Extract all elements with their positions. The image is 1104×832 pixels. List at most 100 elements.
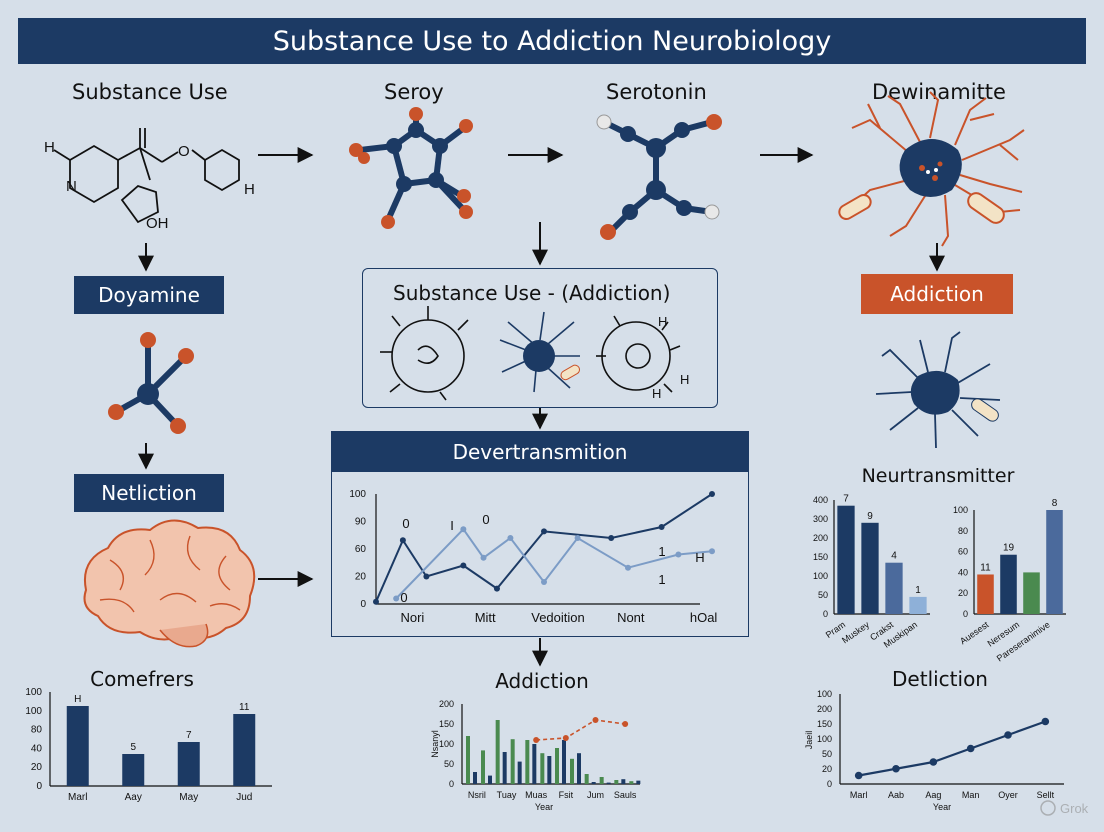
y-tick-label: 0 (963, 609, 968, 619)
doyamine-label: Doyamine (98, 283, 200, 307)
bar-label: 11 (239, 702, 250, 713)
x-tick-label: Jum (587, 790, 604, 800)
x-tick-label: Nsril (468, 790, 486, 800)
series-point (1041, 717, 1050, 726)
series-point (709, 491, 715, 497)
devertransmition-header: Devertransmition (332, 432, 748, 472)
y-tick-label: 300 (813, 514, 828, 524)
addiction-box-label: Addiction (890, 282, 984, 306)
watermark: Grok (1040, 800, 1089, 816)
y-axis-label: Jaeil (804, 731, 814, 750)
y-tick-label: 100 (25, 706, 42, 717)
x-tick-label: Aab (888, 790, 904, 800)
bar (473, 772, 477, 784)
x-tick-label: Marl (850, 790, 868, 800)
bar-label: 5 (130, 742, 136, 753)
bar (591, 782, 596, 784)
y-tick-label: 50 (444, 759, 454, 769)
y-tick-label: 200 (813, 533, 828, 543)
y-tick-label: 200 (439, 699, 454, 709)
neuron-top-right (838, 91, 1025, 247)
y-tick-label: 40 (958, 567, 968, 577)
series-point (709, 548, 715, 555)
y-tick-label: 100 (25, 687, 42, 698)
y-tick-label: 50 (822, 749, 832, 759)
cell-label-h2: H (680, 372, 689, 387)
bar (555, 748, 559, 784)
bar (885, 562, 903, 614)
bar (861, 522, 879, 614)
x-tick-label: Tuay (497, 790, 517, 800)
cell-left (380, 306, 469, 401)
y-tick-label: 60 (958, 547, 968, 557)
chart-annotation: 0 (402, 516, 409, 531)
flow-arrows (138, 147, 945, 667)
series-point (622, 721, 629, 727)
bar (621, 779, 626, 784)
bar (66, 706, 89, 786)
devertransmition-label: Devertransmition (452, 440, 628, 464)
netliction-label: Netliction (101, 481, 197, 505)
doyamine-box: Doyamine (74, 276, 224, 314)
chart-annotation: 1 (658, 572, 665, 587)
doyamine-molecule (108, 332, 194, 434)
mol-label-n: N (66, 178, 77, 195)
col-seroy-label: Seroy (384, 80, 444, 104)
series-point (373, 598, 379, 605)
series-point (608, 535, 615, 541)
y-tick-label: 100 (817, 689, 832, 699)
y-tick-label: 100 (349, 489, 366, 500)
series-point (1004, 731, 1012, 739)
bar (466, 736, 470, 784)
bar (570, 758, 574, 784)
series-point (929, 758, 938, 766)
series-point (541, 528, 547, 535)
title-banner: Substance Use to Addiction Neurobiology (18, 18, 1086, 64)
y-tick-label: 200 (817, 704, 832, 714)
addiction-box: Addiction (861, 274, 1013, 314)
series-point (562, 735, 569, 741)
bar (1000, 554, 1017, 614)
y-tick-label: 50 (818, 590, 828, 600)
netliction-box: Netliction (74, 474, 224, 512)
x-tick-label: Oyer (998, 790, 1018, 800)
watermark-icon (1040, 800, 1056, 816)
series-point (541, 579, 547, 585)
col-substance-use-label: Substance Use (72, 80, 228, 104)
x-axis-label: Year (535, 802, 553, 812)
y-tick-label: 150 (817, 719, 832, 729)
bar (606, 782, 611, 784)
series-line (858, 720, 1046, 777)
cell-middle (499, 311, 581, 393)
bar-label: 7 (843, 494, 849, 505)
bar (525, 740, 530, 784)
x-tick-label: Pareseranimive (995, 619, 1052, 663)
y-tick-label: 20 (822, 764, 832, 774)
y-tick-label: 100 (439, 739, 454, 749)
page-title: Substance Use to Addiction Neurobiology (272, 25, 832, 57)
mol-label-h: H (44, 139, 55, 156)
y-tick-label: 40 (31, 743, 43, 754)
y-tick-label: 0 (449, 779, 454, 789)
bar (614, 780, 619, 784)
bar (977, 574, 994, 614)
x-tick-label: Aay (125, 792, 142, 803)
bar-label: 19 (1003, 543, 1015, 554)
series-line (536, 719, 626, 741)
x-tick-label: Muas (525, 790, 548, 800)
series-point (592, 717, 599, 723)
bar-label: 8 (1052, 498, 1058, 509)
bar-label: 7 (186, 730, 192, 741)
y-tick-label: 80 (31, 725, 43, 736)
y-tick-label: 20 (355, 572, 367, 583)
bar (1046, 510, 1063, 614)
bar (532, 744, 537, 784)
series-line-2 (395, 527, 713, 600)
neurtransmitter-chart-right: 10080604020011198AuesestNeresumPareseran… (953, 498, 1066, 664)
series-point (854, 771, 863, 780)
bar (599, 777, 604, 784)
